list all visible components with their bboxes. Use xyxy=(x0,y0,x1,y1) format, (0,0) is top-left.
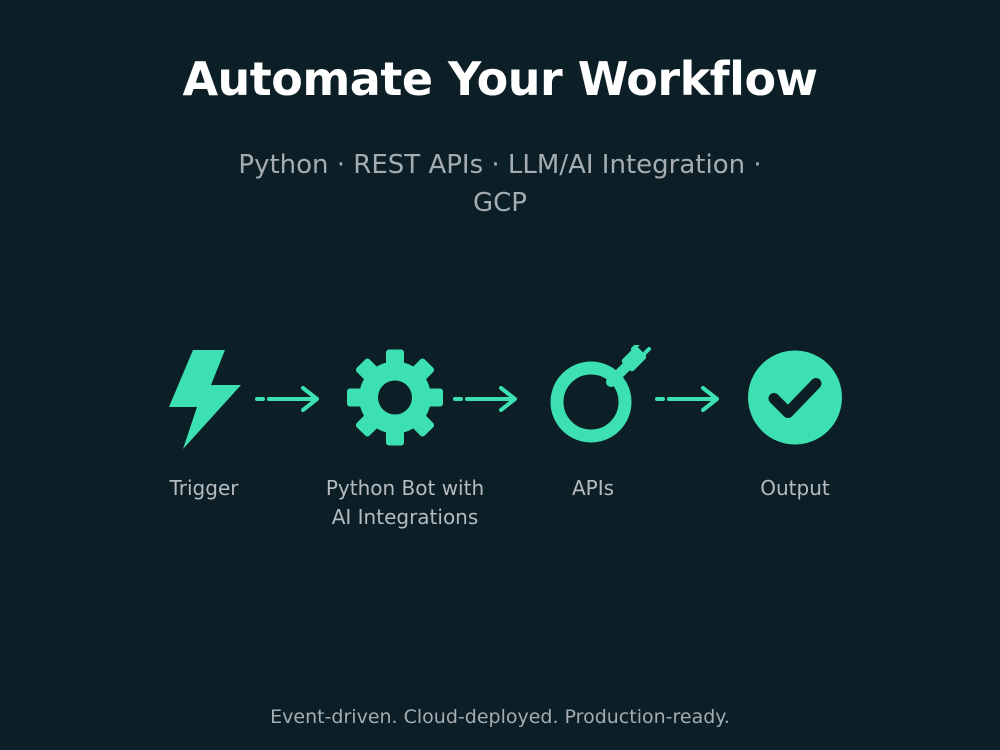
checkmark-circle-icon xyxy=(748,350,842,445)
arrow-icon xyxy=(655,386,719,412)
step-label-trigger: Trigger xyxy=(169,476,239,500)
step-label-apis: APIs xyxy=(571,476,615,500)
footer-tagline: Event-driven. Cloud-deployed. Production… xyxy=(270,706,730,728)
plug-icon xyxy=(550,345,651,443)
gear-icon xyxy=(347,349,443,446)
page-subtitle: Python · REST APIs · LLM/AI Integration … xyxy=(238,150,762,218)
arrow-icon xyxy=(453,386,517,412)
lightning-icon xyxy=(169,350,241,449)
workflow-diagram xyxy=(0,345,1000,465)
step-label-python-bot: Python Bot with AI Integrations xyxy=(325,476,485,529)
page-title: Automate Your Workflow xyxy=(182,52,818,106)
step-label-output: Output xyxy=(760,476,830,500)
arrow-icon xyxy=(255,386,319,412)
